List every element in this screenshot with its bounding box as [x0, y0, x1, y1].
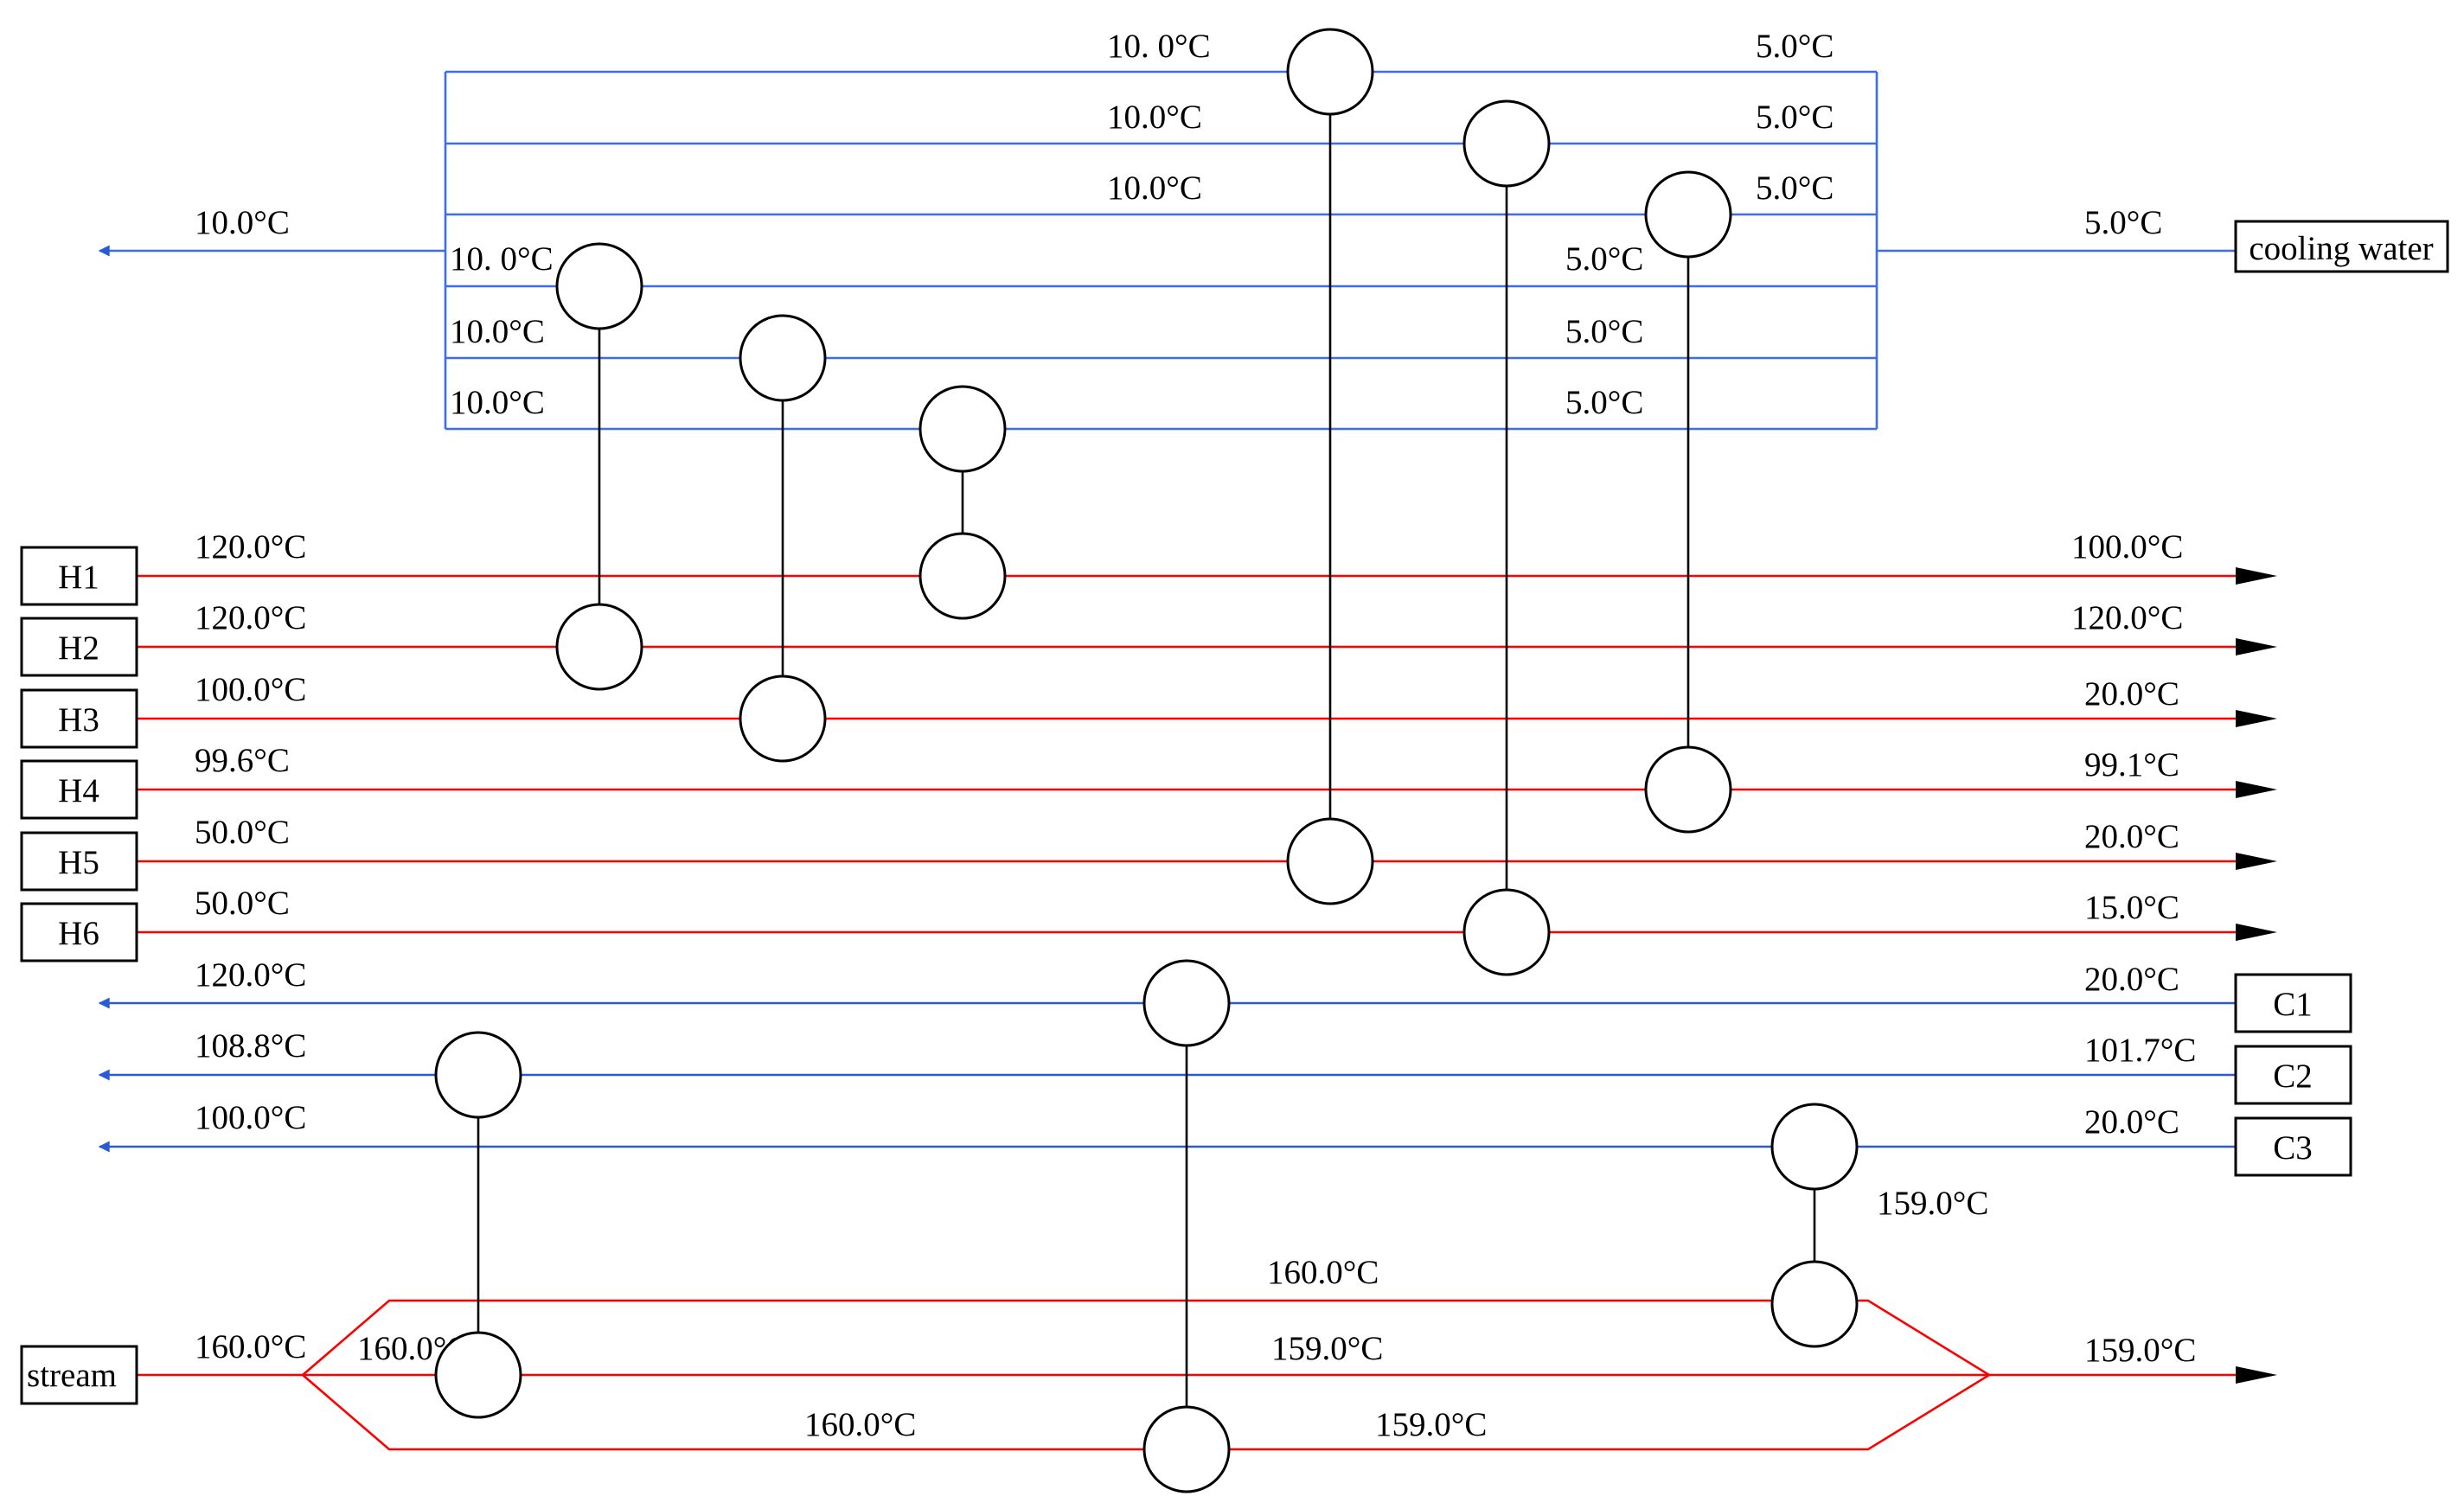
- c3-out-temp: 100.0°C: [195, 1099, 306, 1136]
- h4-out-temp: 99.1°C: [2084, 746, 2179, 783]
- h5-box: [20, 831, 138, 892]
- h3-label: H3: [58, 701, 99, 739]
- h1-box: [20, 546, 138, 606]
- exchanger-cw3: [1644, 170, 1732, 259]
- cw-branch-5-in-temp: 5.0°C: [1565, 313, 1643, 350]
- cw-branch-1-out-temp: 10. 0°C: [1107, 28, 1211, 65]
- exchanger-cw5: [739, 314, 827, 402]
- h4-arrow: [2236, 781, 2277, 798]
- c1-label: C1: [2273, 986, 2313, 1023]
- steam-lower-after-temp: 159.0°C: [1375, 1406, 1487, 1443]
- exchanger-c2: [434, 1031, 522, 1119]
- exchanger-h3: [739, 675, 827, 763]
- heat-exchangers: [434, 28, 1859, 1493]
- c3-in-temp: 20.0°C: [2084, 1103, 2179, 1141]
- h3-out-temp: 20.0°C: [2084, 675, 2179, 713]
- h4-label: H4: [58, 772, 99, 809]
- exchanger-steam-middle: [434, 1331, 522, 1419]
- h1-arrow: [2236, 567, 2277, 585]
- h2-in-temp: 120.0°C: [195, 599, 306, 636]
- h2-out-temp: 120.0°C: [2071, 599, 2183, 636]
- cooling-water-label: cooling water: [2249, 230, 2433, 267]
- cooling-water-network: cooling water 5.0°C 10.0°C 10. 0°C 5.0°C…: [98, 28, 2449, 431]
- cw-branch-4-out-temp: 10. 0°C: [450, 240, 554, 278]
- steam-middle-temp: 159.0°C: [1271, 1330, 1383, 1367]
- h2-label: H2: [58, 630, 99, 667]
- c1-box: [2234, 973, 2352, 1033]
- cw-branch-5-out-temp: 10.0°C: [450, 313, 545, 350]
- h1-in-temp: 120.0°C: [195, 528, 306, 566]
- steam-upper-temp: 160.0°C: [1267, 1254, 1379, 1291]
- exchanger-h6: [1462, 888, 1551, 976]
- cw-branch-6-in-temp: 5.0°C: [1565, 384, 1643, 421]
- cw-branch-2-out-temp: 10.0°C: [1107, 99, 1202, 136]
- steam-upper-after-temp: 159.0°C: [1877, 1185, 1988, 1222]
- c2-in-temp: 101.7°C: [2084, 1032, 2196, 1069]
- h5-arrow: [2236, 853, 2277, 870]
- h2-arrow: [2236, 638, 2277, 655]
- c2-out-temp: 108.8°C: [195, 1027, 306, 1065]
- exchanger-steam-lower: [1142, 1405, 1231, 1493]
- cw-branch-3-in-temp: 5.0°C: [1756, 169, 1834, 207]
- exchanger-h4: [1644, 745, 1732, 834]
- c3-box: [2234, 1116, 2352, 1177]
- h6-arrow: [2236, 924, 2277, 941]
- h4-box: [20, 759, 138, 820]
- exchanger-h1: [918, 532, 1007, 620]
- h3-arrow: [2236, 710, 2277, 727]
- cw-inlet-temp: 5.0°C: [2084, 204, 2162, 241]
- steam-in-temp: 160.0°C: [195, 1328, 306, 1365]
- cw-branch-1-in-temp: 5.0°C: [1756, 28, 1834, 65]
- exchanger-cw1: [1286, 28, 1374, 116]
- exchanger-h2: [555, 603, 643, 691]
- match-connectors: [477, 72, 1816, 1449]
- c3-label: C3: [2273, 1129, 2313, 1167]
- steam-network: stream 160.0°C 160.0°C 159.0°C 160.0°C 1…: [20, 1185, 2277, 1451]
- steam-outlet-arrow: [2236, 1366, 2277, 1384]
- steam-lower-before-temp: 160.0°C: [804, 1406, 916, 1443]
- cw-outlet-temp: 10.0°C: [195, 204, 290, 241]
- h6-box: [20, 902, 138, 962]
- h6-label: H6: [58, 915, 99, 952]
- steam-box: [20, 1345, 138, 1405]
- exchanger-h5: [1286, 817, 1374, 905]
- exchanger-cw6: [918, 385, 1007, 473]
- exchanger-cw2: [1462, 99, 1551, 188]
- h3-in-temp: 100.0°C: [195, 671, 306, 708]
- exchanger-cw4: [555, 242, 643, 330]
- steam-out-temp: 159.0°C: [2084, 1332, 2196, 1369]
- h6-out-temp: 15.0°C: [2084, 889, 2179, 926]
- h5-out-temp: 20.0°C: [2084, 818, 2179, 855]
- cw-branch-4-in-temp: 5.0°C: [1565, 240, 1643, 278]
- exchanger-c3: [1770, 1103, 1859, 1191]
- cw-branch-2-in-temp: 5.0°C: [1756, 99, 1834, 136]
- cw-branch-6-out-temp: 10.0°C: [450, 384, 545, 421]
- c2-box: [2234, 1045, 2352, 1105]
- h1-out-temp: 100.0°C: [2071, 528, 2183, 566]
- cooling-water-box: [2234, 220, 2449, 273]
- h1-label: H1: [58, 559, 99, 596]
- hot-streams: H1 H2 H3 H4 H5 H6 120.0°C 100.0°C 120.0°…: [20, 528, 2277, 962]
- c1-out-temp: 120.0°C: [195, 956, 306, 994]
- h3-box: [20, 688, 138, 749]
- cw-branch-3-out-temp: 10.0°C: [1107, 169, 1202, 207]
- h6-in-temp: 50.0°C: [195, 885, 290, 922]
- c2-label: C2: [2273, 1058, 2313, 1095]
- exchanger-steam-upper: [1770, 1260, 1859, 1348]
- c1-in-temp: 20.0°C: [2084, 961, 2179, 998]
- steam-label: stream: [27, 1357, 117, 1394]
- h5-label: H5: [58, 844, 99, 881]
- h5-in-temp: 50.0°C: [195, 814, 290, 851]
- exchanger-c1: [1142, 959, 1231, 1047]
- h2-box: [20, 617, 138, 677]
- h4-in-temp: 99.6°C: [195, 742, 290, 779]
